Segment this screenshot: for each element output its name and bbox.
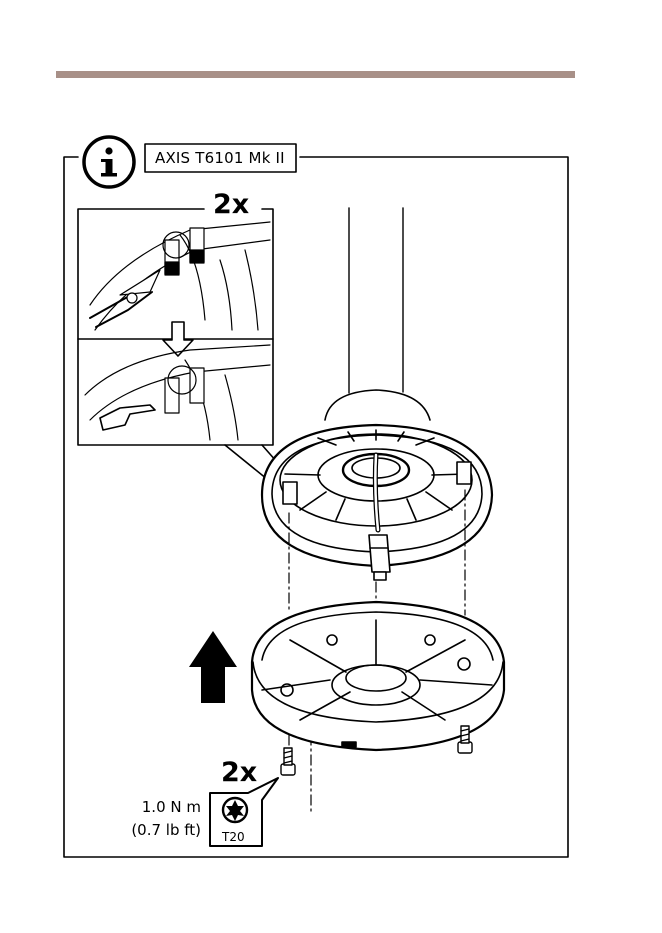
info-icon	[84, 137, 134, 187]
tool-size-label: T20	[222, 830, 245, 844]
screw-left	[281, 748, 295, 775]
model-label: AXIS T6101 Mk II	[155, 149, 285, 167]
cut-count-label: 2x	[213, 189, 249, 220]
inset-cut-panel	[90, 222, 270, 330]
up-arrow-icon	[189, 631, 237, 703]
cable-pipe	[349, 208, 403, 393]
torque-nm-label: 1.0 N m	[142, 798, 201, 816]
torque-lbft-label: (0.7 lb ft)	[131, 821, 201, 839]
inset-check-panel	[85, 345, 270, 440]
screw-count-label: 2x	[221, 757, 257, 788]
